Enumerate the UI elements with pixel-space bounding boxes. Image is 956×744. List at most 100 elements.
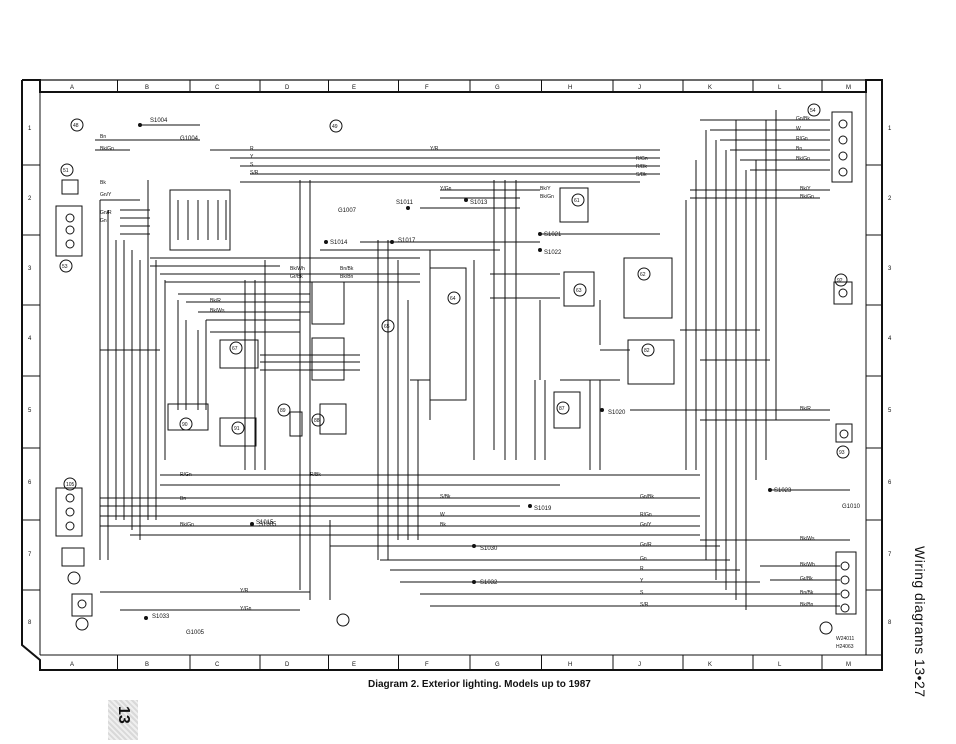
wire-colour-label: Bk/Gn <box>180 522 194 528</box>
column-label-top: L <box>778 85 782 91</box>
left-row-marks <box>22 164 40 591</box>
wire-colour-label: W <box>440 512 445 518</box>
wire-colour-label: Bk/Wh <box>800 562 815 568</box>
wire-colour-label: Bk/R <box>210 298 221 304</box>
component-number: 61 <box>574 198 580 204</box>
wire-colour-label: Bn/Bk <box>340 266 354 272</box>
wire-colour-label: Bn <box>100 134 106 140</box>
component-circles <box>59 103 850 635</box>
wire-colour-label: Y/Gn <box>240 606 252 612</box>
component-number: 53 <box>62 264 68 270</box>
column-label-top: C <box>215 85 220 91</box>
wire-colour-label: Bk/Gn <box>100 146 114 152</box>
column-label-bottom: A <box>70 662 74 668</box>
diagram-caption: Diagram 2. Exterior lighting. Models up … <box>368 679 591 690</box>
row-label-left: 1 <box>28 126 32 132</box>
wire-colour-label: Bk/R <box>800 406 811 412</box>
column-label-bottom: J <box>638 662 641 668</box>
ground-label: G1007 <box>338 208 357 214</box>
wire-colour-label: Gn/Y <box>100 192 112 198</box>
wire-colour-label: Bk/Gn <box>540 194 554 200</box>
wire-colour-label: S/Bk <box>440 494 451 500</box>
bottom-column-marks <box>117 655 823 670</box>
wire-colour-label: Bk/Ws <box>210 308 225 314</box>
wire-colour-label: R/Gn <box>180 472 192 478</box>
component-number: 82 <box>644 348 650 354</box>
wire-colour-label: R/Gn <box>640 512 652 518</box>
reference-code-1: W24011 <box>836 636 854 642</box>
component-number: 54 <box>810 108 816 114</box>
column-label-top: G <box>495 85 500 91</box>
splice-dots <box>138 123 772 620</box>
wire-colour-label: S/R <box>250 170 259 176</box>
wire-colour-label: Gr/Bk <box>800 576 813 582</box>
splice-label: S1021 <box>544 232 562 238</box>
splice-label: S1023 <box>774 488 792 494</box>
row-label-right: 2 <box>888 196 892 202</box>
component-number: 87 <box>559 406 565 412</box>
splice-label: S1017 <box>398 238 416 244</box>
column-label-top: K <box>708 85 712 91</box>
lamp-symbols <box>65 119 850 613</box>
column-label-top: B <box>145 85 149 91</box>
wire-colour-label: Gr/Bk <box>290 274 303 280</box>
component-number: 88 <box>314 418 320 424</box>
column-label-top: H <box>568 85 572 91</box>
reference-labels: W24011 H24063 <box>836 636 854 650</box>
column-label-top: D <box>285 85 290 91</box>
column-label-bottom: K <box>708 662 712 668</box>
column-label-bottom: M <box>846 662 851 668</box>
row-label-left: 6 <box>28 480 32 486</box>
component-number: 51 <box>63 168 69 174</box>
page-number: 13 <box>115 706 132 724</box>
wire-colour-label: R/Bk <box>310 472 321 478</box>
splice-label: S1033 <box>152 614 170 620</box>
component-number: 105 <box>66 482 75 488</box>
wire-colour-label: S/R <box>640 602 649 608</box>
component-number: 91 <box>234 426 240 432</box>
column-label-bottom: G <box>495 662 500 668</box>
splice-label: S1019 <box>534 506 552 512</box>
wiring-harness <box>95 110 850 611</box>
component-number: 92 <box>837 278 843 284</box>
wire-colour-label: Y/R <box>430 146 439 152</box>
column-label-top: A <box>70 85 74 91</box>
wire-colour-label: Bk/Gn <box>800 194 814 200</box>
row-label-left: 8 <box>28 620 32 626</box>
row-label-left: 3 <box>28 266 32 272</box>
splice-label: S1015 <box>256 520 274 526</box>
wire-colour-label: Y/R <box>240 588 249 594</box>
wire-colour-label: Gn/Bk <box>796 116 810 122</box>
splice-label: S1014 <box>330 240 348 246</box>
wire-colour-label: Gn/Bk <box>640 494 654 500</box>
splice-label: S1011 <box>396 200 414 206</box>
row-label-left: 7 <box>28 552 32 558</box>
page-number-tab: 13 <box>108 700 138 740</box>
wire-colour-label: R/Gn <box>636 156 648 162</box>
ground-label: G1010 <box>842 504 861 510</box>
column-label-bottom: H <box>568 662 572 668</box>
splice-label: S1020 <box>608 410 626 416</box>
wire-colour-label: Bn/Bk <box>800 590 814 596</box>
row-label-right: 4 <box>888 336 892 342</box>
wire-colour-label: R <box>640 566 644 572</box>
diagram-frame <box>21 79 883 671</box>
wire-colour-label: W <box>796 126 801 132</box>
reference-code-2: H24063 <box>836 644 854 650</box>
wire-colour-label: Bk/Ws <box>800 536 815 542</box>
wire-colour-label: S <box>640 590 644 596</box>
row-label-right: 6 <box>888 480 892 486</box>
connector-blocks <box>55 111 857 617</box>
row-label-right: 3 <box>888 266 892 272</box>
component-number: 90 <box>182 422 188 428</box>
component-number: 93 <box>839 450 845 456</box>
wire-colour-label: Y <box>640 578 644 584</box>
row-label-left: 2 <box>28 196 32 202</box>
wire-colour-label: Bk/Wh <box>290 266 305 272</box>
wire-colour-label: Bk/Y <box>540 186 551 192</box>
column-label-top: E <box>352 85 356 91</box>
